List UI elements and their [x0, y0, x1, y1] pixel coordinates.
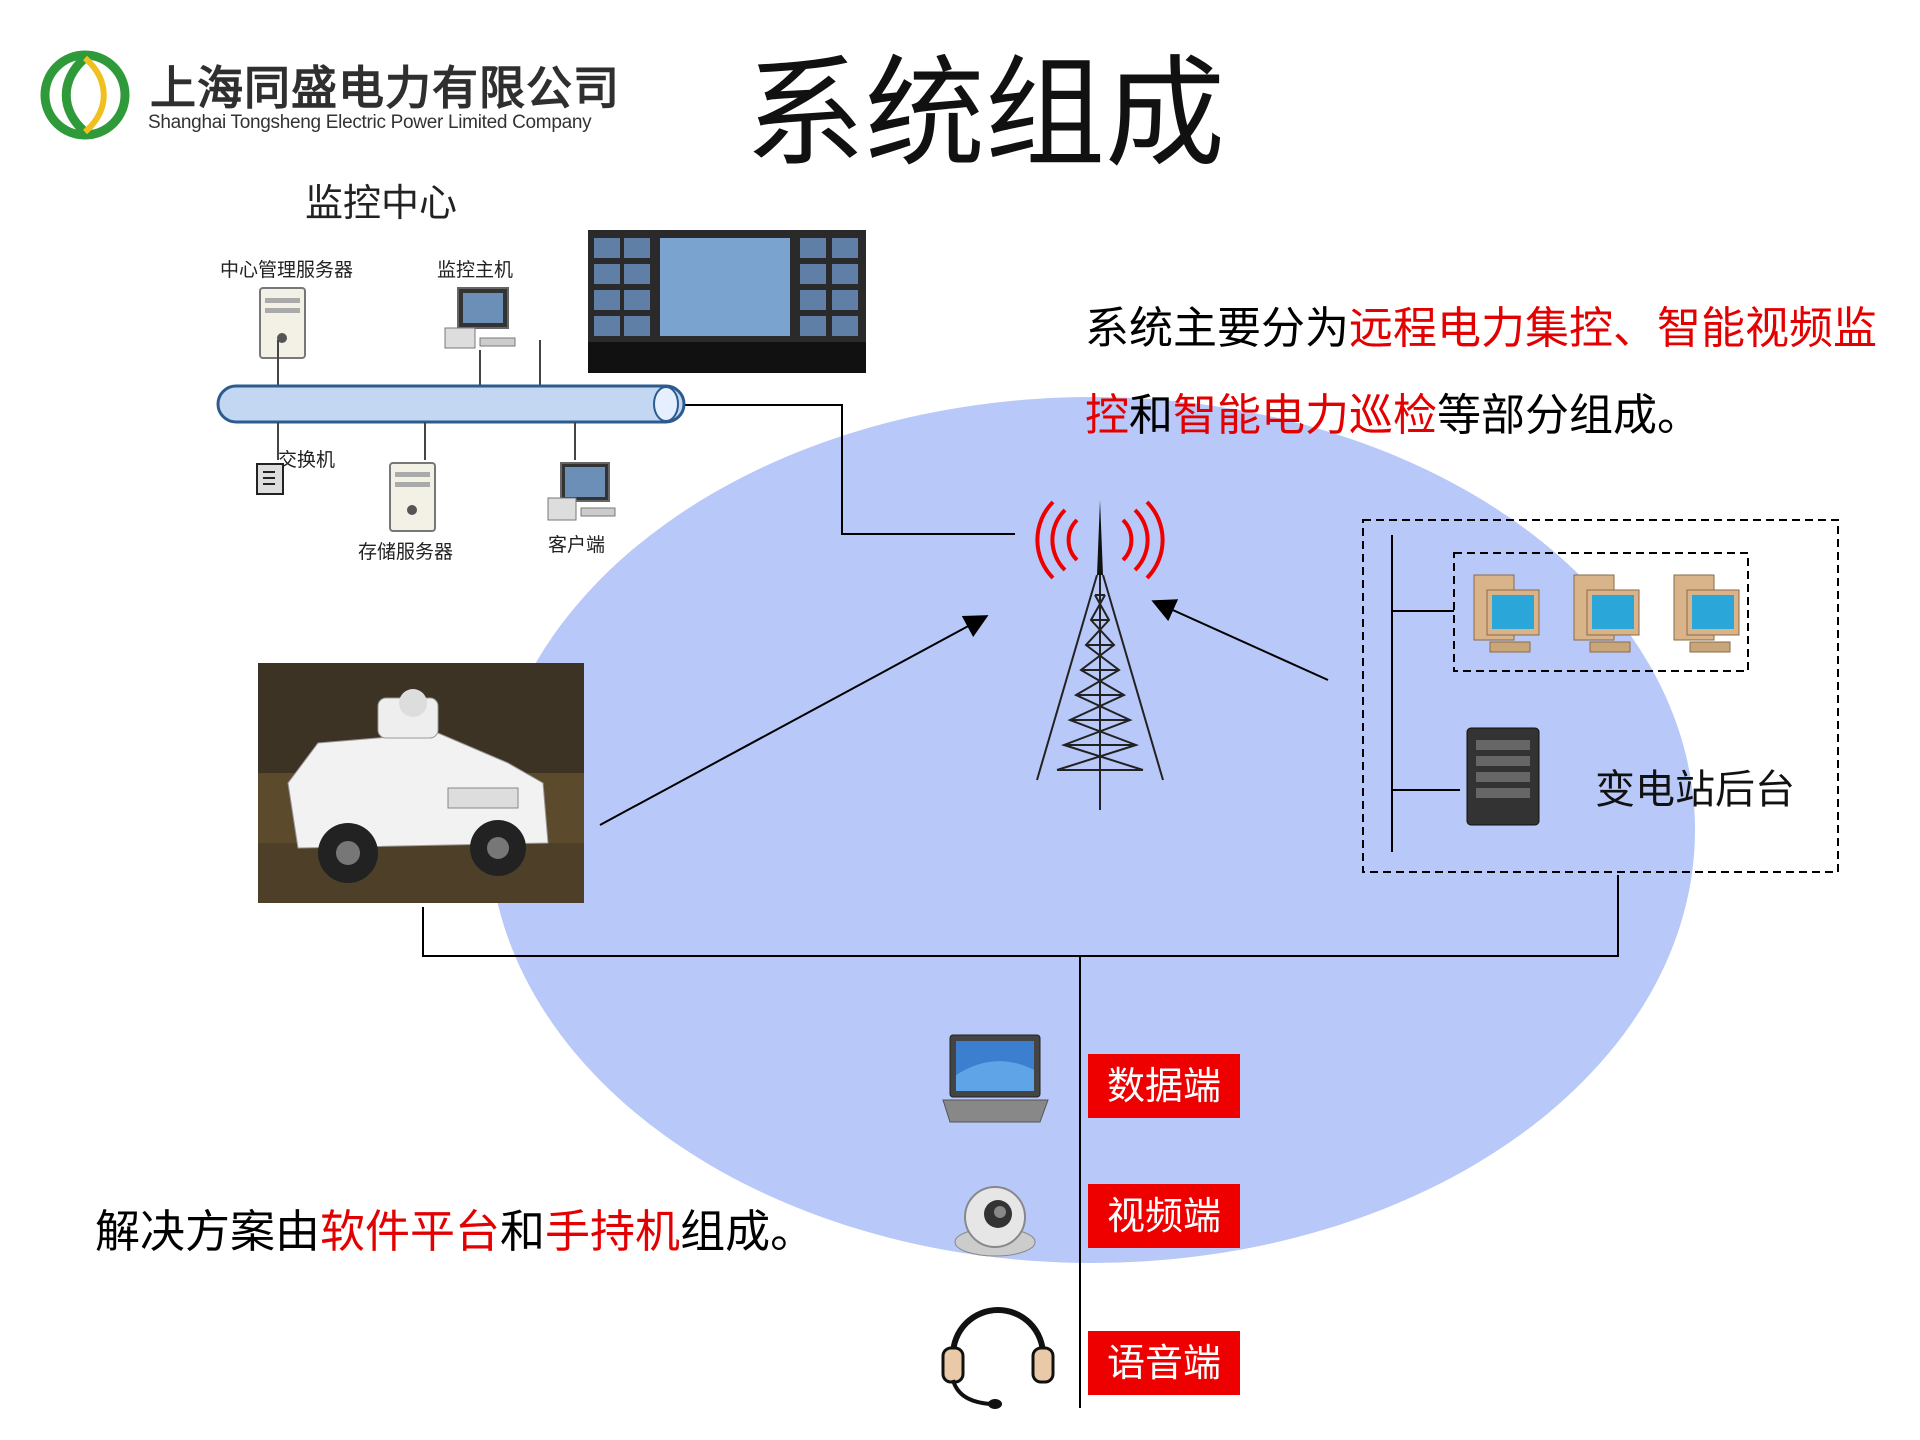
system-summary: 系统主要分为远程电力集控、智能视频监控和智能电力巡检等部分组成。: [1085, 285, 1885, 459]
solution-text: 解决方案由软件平台和手持机组成。: [95, 1195, 815, 1260]
company-name-cn: 上海同盛电力有限公司: [150, 61, 620, 115]
network-bus: [216, 340, 686, 460]
server-icon: [389, 462, 436, 532]
central-server-label: 中心管理服务器: [220, 259, 354, 281]
summary-suffix: 等部分组成。: [1437, 390, 1701, 441]
network-switch-icon: [256, 463, 284, 495]
desktop-computer-icon: [444, 287, 516, 349]
summary-prefix: 系统主要分为: [1085, 303, 1349, 354]
desktop-computer-icon: [1673, 574, 1740, 653]
switch-label: 交换机: [278, 449, 336, 471]
voice-terminal-tag: 语音端: [1088, 1331, 1240, 1395]
solution-connector: 和: [500, 1205, 546, 1258]
desktop-computer-icon: [1473, 574, 1540, 653]
substation-label: 变电站后台: [1595, 767, 1795, 813]
summary-part1: 远程电力集控、智能视频监控: [1085, 303, 1877, 441]
solution-prefix: 解决方案由: [95, 1205, 321, 1258]
radio-tower-icon: [1035, 500, 1165, 810]
company-logo-icon: [40, 50, 130, 140]
dome-camera-icon: [954, 1186, 1036, 1257]
monitor-center-title: 监控中心: [305, 181, 458, 225]
solution-part2: 手持机: [545, 1205, 681, 1258]
solution-part1: 软件平台: [320, 1205, 501, 1258]
desktop-computer-icon: [1573, 574, 1640, 653]
headset-icon: [941, 1307, 1055, 1409]
storage-server-label: 存储服务器: [358, 541, 454, 563]
laptop-icon: [942, 1034, 1049, 1123]
server-icon: [259, 287, 306, 359]
company-name-en: Shanghai Tongsheng Electric Power Limite…: [148, 112, 592, 133]
solution-suffix: 组成。: [680, 1205, 816, 1258]
inspection-vehicle-image: [258, 663, 584, 903]
client-label: 客户端: [548, 534, 606, 556]
summary-connector: 和: [1129, 390, 1173, 441]
data-terminal-tag: 数据端: [1088, 1054, 1240, 1118]
desktop-computer-icon: [547, 462, 616, 521]
video-wall-icon: [588, 230, 866, 373]
server-icon: [1466, 727, 1540, 826]
video-terminal-tag: 视频端: [1088, 1184, 1240, 1248]
summary-part2: 智能电力巡检: [1173, 390, 1437, 441]
page-title: 系统组成: [745, 45, 1225, 184]
monitor-host-label: 监控主机: [437, 259, 514, 281]
